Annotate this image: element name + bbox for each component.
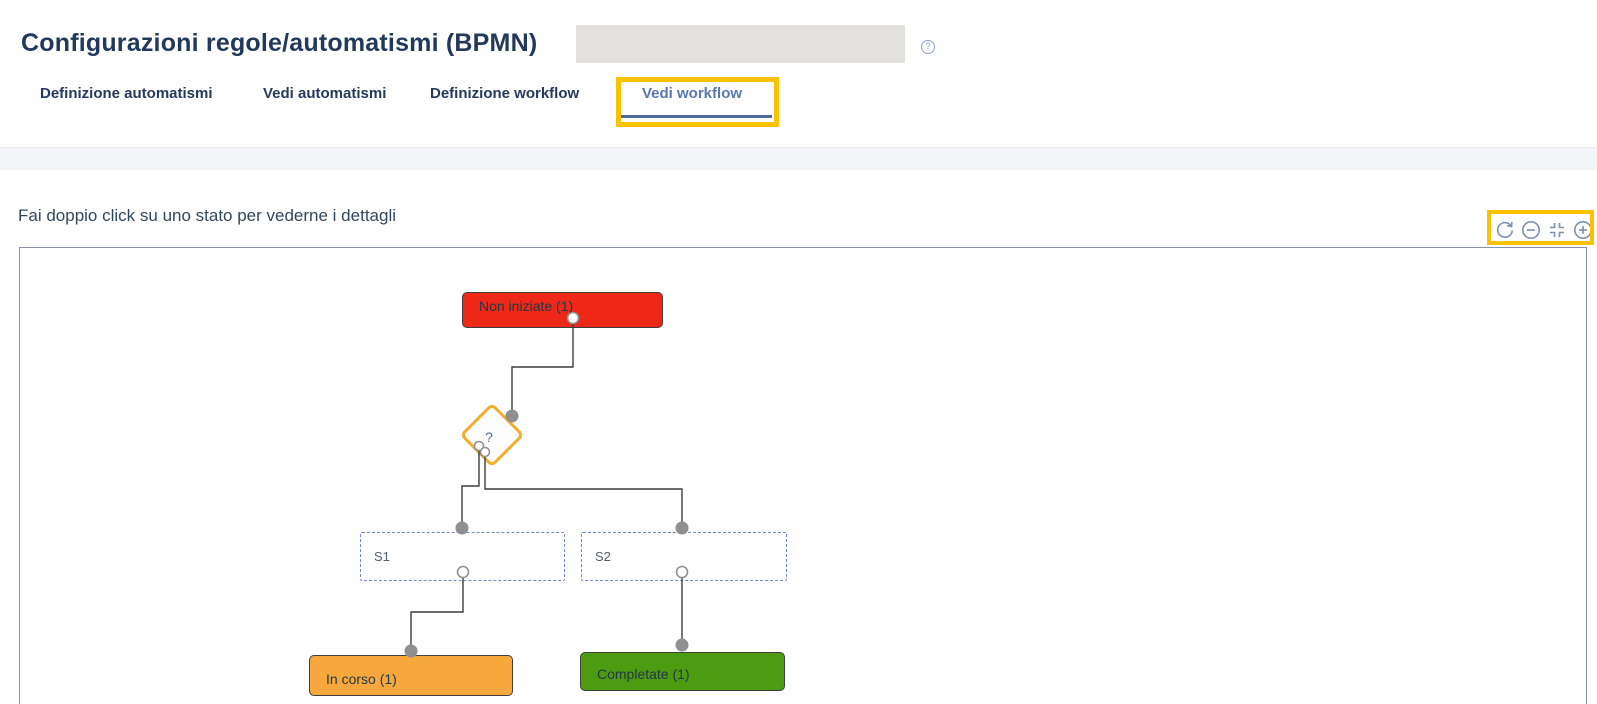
- tab-definizione-automatismi[interactable]: Definizione automatismi: [40, 85, 213, 102]
- phase-node-label: S1: [374, 549, 390, 564]
- tab-vedi-workflow[interactable]: Vedi workflow: [642, 85, 743, 102]
- reset-view-icon[interactable]: [1493, 218, 1517, 242]
- state-node-label: In corso (1): [326, 671, 397, 687]
- help-icon[interactable]: ?: [921, 40, 935, 54]
- active-tab-underline: [620, 115, 772, 118]
- tab-vedi-automatismi[interactable]: Vedi automatismi: [263, 85, 387, 102]
- phase-node-s2[interactable]: S2: [581, 532, 787, 581]
- canvas-hint-text: Fai doppio click su uno stato per vedern…: [18, 206, 397, 225]
- section-separator-band: [0, 147, 1597, 170]
- canvas-zoom-toolbar: [1493, 218, 1595, 242]
- workflow-canvas[interactable]: [19, 247, 1587, 704]
- tab-definizione-workflow[interactable]: Definizione workflow: [430, 85, 580, 102]
- phase-node-label: S2: [595, 549, 611, 564]
- state-node-label: Completate (1): [597, 666, 690, 682]
- phase-node-s1[interactable]: S1: [360, 532, 565, 581]
- zoom-in-icon[interactable]: [1571, 218, 1595, 242]
- state-node-label: Non iniziate (1): [479, 298, 574, 314]
- state-node-in-corso[interactable]: In corso (1): [309, 655, 513, 696]
- state-node-non-iniziate[interactable]: Non iniziate (1): [462, 292, 663, 328]
- state-node-completate[interactable]: Completate (1): [580, 652, 785, 691]
- page-title: Configurazioni regole/automatismi (BPMN): [21, 29, 538, 57]
- fit-view-icon[interactable]: [1545, 218, 1569, 242]
- masked-title-value: [576, 25, 905, 63]
- zoom-out-icon[interactable]: [1519, 218, 1543, 242]
